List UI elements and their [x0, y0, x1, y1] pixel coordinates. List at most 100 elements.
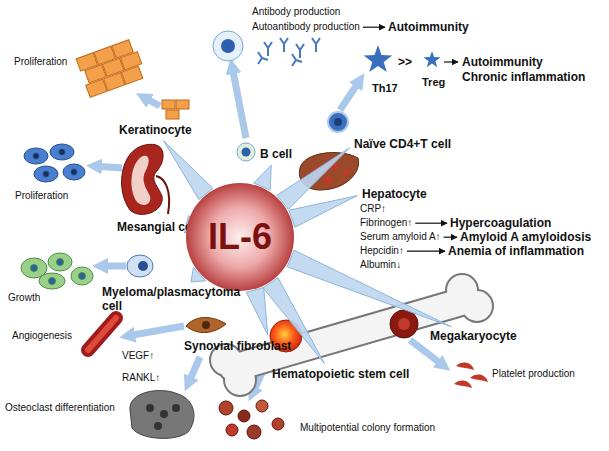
antibody — [264, 42, 272, 56]
mesangial-cells — [59, 149, 65, 155]
effect-label: Amyloid A amyloidosis — [460, 230, 591, 244]
result-arrow — [363, 27, 385, 28]
effect-arrow — [340, 80, 360, 110]
liver-illustration — [343, 169, 350, 176]
growth-cells — [57, 259, 64, 266]
effect-label: Hypercoagulation — [450, 216, 551, 230]
effect-label: Fibrinogen↑ — [360, 217, 412, 229]
keratinocyte-illustration — [86, 79, 107, 97]
t-cell-illustration — [328, 45, 441, 132]
myeloma-illustration — [138, 261, 148, 271]
mesangial-cells — [24, 144, 85, 182]
fibroblast-illustration — [186, 318, 226, 333]
antibody — [258, 52, 268, 64]
platelets — [454, 381, 472, 388]
b-cell-illustration — [237, 143, 255, 161]
effect-label: Angiogenesis — [12, 330, 72, 342]
colony-cells — [219, 400, 284, 439]
megakaryocyte-illustration — [390, 310, 418, 338]
effect-arrow — [94, 66, 444, 394]
osteoclast-illustration — [130, 391, 194, 439]
growth-cells — [71, 267, 93, 285]
signal-spoke — [287, 250, 451, 327]
effect-label: Treg — [422, 76, 445, 89]
effect-arrow — [94, 166, 122, 168]
node-text: Synovial fibroblast — [184, 339, 291, 353]
effect-label: Chronic inflammation — [462, 70, 585, 84]
myeloma-illustration — [127, 255, 153, 277]
effect-label: >> — [398, 55, 412, 69]
antibody — [312, 38, 320, 52]
keratinocyte-illustration — [76, 38, 146, 97]
b-cell-illustration — [221, 39, 235, 53]
t-cell-illustration — [328, 112, 348, 132]
effect-label: Hepcidin↑ — [360, 245, 404, 257]
effect-arrow — [410, 340, 444, 366]
fibroblast-illustration — [202, 321, 210, 329]
growth-cells — [49, 278, 56, 285]
kidney-illustration — [122, 144, 164, 214]
mesangial-cells — [43, 171, 49, 177]
mesangial-cells — [33, 153, 39, 159]
effect-label: Autoantibody production — [252, 21, 360, 33]
node-text: Mesangial cell — [117, 220, 198, 234]
platelets — [454, 363, 488, 388]
effect-label: RANKL↑ — [122, 372, 160, 384]
node-text: B cell — [260, 147, 292, 161]
t-cell-illustration — [364, 45, 393, 72]
effect-arrow — [127, 326, 184, 336]
osteoclast-illustration — [146, 404, 154, 412]
kidney-illustration — [122, 144, 170, 214]
cell-type-label: Hematopoietic stem cell — [270, 366, 411, 382]
node-text: Megakaryocyte — [430, 329, 517, 343]
cell-type-label: Keratinocyte — [117, 122, 194, 138]
node-text: IL-6 — [208, 215, 272, 258]
mesangial-cells — [34, 166, 58, 182]
t-cell-illustration — [334, 118, 342, 126]
mesangial-cells — [24, 148, 48, 164]
osteoclast-illustration — [172, 404, 180, 412]
effect-label: Anemia of inflammation — [448, 244, 584, 258]
colony-cells — [247, 425, 261, 439]
effect-label: Albumin↓ — [360, 259, 401, 271]
cell-type-label: Naïve CD4+T cell — [352, 136, 453, 152]
effect-label: Proliferation — [15, 190, 68, 202]
keratinocyte-illustration — [76, 38, 189, 119]
signal-spoke — [289, 196, 357, 228]
cell-type-label: Myeloma/plasmacytoma cell — [100, 284, 244, 315]
b-cell-illustration — [213, 31, 243, 61]
effect-label: Platelet production — [492, 368, 575, 380]
result-arrow — [415, 223, 447, 224]
effect-label: Proliferation — [14, 56, 67, 68]
cell-type-label: Synovial fibroblast — [182, 338, 293, 354]
node-text: Naïve CD4+T cell — [354, 137, 451, 151]
effect-label: Antibody production — [252, 6, 340, 18]
effect-arrow — [143, 97, 160, 106]
effect-label: CRP↑ — [360, 203, 386, 215]
effect-arrow — [188, 357, 200, 384]
node-text: Keratinocyte — [119, 123, 192, 137]
antibody — [292, 54, 302, 66]
kidney-illustration — [131, 156, 150, 205]
keratinocyte-illustration — [162, 100, 175, 109]
effect-label: Th17 — [372, 82, 398, 95]
mesangial-cells — [63, 164, 85, 180]
effect-arrow — [100, 263, 126, 270]
result-arrow — [444, 237, 457, 238]
signal-spoke — [164, 141, 213, 200]
blood-vessel — [88, 318, 116, 350]
kidney-illustration — [156, 176, 169, 214]
b-cell-illustration — [213, 31, 255, 161]
effect-label: VEGF↑ — [122, 350, 154, 362]
growth-cells — [48, 253, 72, 271]
effect-label: Multipotential colony formation — [300, 422, 435, 434]
cell-type-label: Hepatocyte — [360, 186, 429, 202]
signal-spoke — [246, 287, 267, 335]
growth-cells — [21, 253, 93, 289]
mesangial-cells — [50, 144, 74, 160]
antibody — [258, 38, 320, 66]
platelets — [456, 363, 474, 370]
effect-arrow — [232, 66, 246, 138]
myeloma-illustration — [127, 255, 153, 277]
colony-cells — [256, 400, 268, 412]
